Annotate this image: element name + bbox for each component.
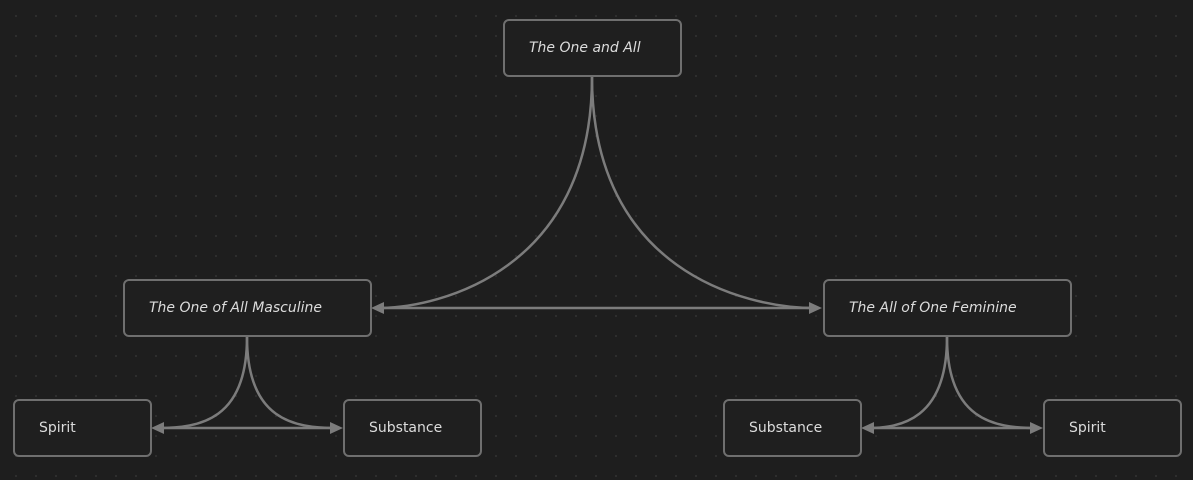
node-label: Substance (749, 420, 823, 436)
node-feminine[interactable]: The All of One Feminine (823, 279, 1072, 337)
node-feminine-substance[interactable]: Substance (723, 399, 862, 457)
edge-masculine-to-substance[interactable] (245, 336, 337, 430)
node-label: Spirit (39, 420, 76, 436)
node-root[interactable]: The One and All (503, 19, 682, 77)
node-masculine-spirit[interactable]: Spirit (13, 399, 152, 457)
arrow-head-icon (151, 422, 164, 434)
node-label: The All of One Feminine (849, 300, 1017, 316)
node-label: The One of All Masculine (149, 300, 322, 316)
node-label: Substance (369, 420, 443, 436)
arrow-head-icon (1030, 422, 1043, 434)
edge-root-to-feminine[interactable] (590, 76, 816, 310)
arrow-head-icon (861, 422, 874, 434)
node-masculine-substance[interactable]: Substance (343, 399, 482, 457)
edge-root-to-masculine[interactable] (377, 76, 594, 310)
arrow-head-icon (809, 302, 822, 314)
node-label: The One and All (529, 40, 641, 56)
node-label: Spirit (1069, 420, 1106, 436)
edge-feminine-to-substance[interactable] (867, 336, 949, 430)
node-feminine-spirit[interactable]: Spirit (1043, 399, 1182, 457)
arrow-head-icon (330, 422, 343, 434)
arrow-head-icon (371, 302, 384, 314)
node-masculine[interactable]: The One of All Masculine (123, 279, 372, 337)
edge-feminine-to-spirit[interactable] (945, 336, 1037, 430)
edge-masculine-to-spirit[interactable] (157, 336, 249, 430)
